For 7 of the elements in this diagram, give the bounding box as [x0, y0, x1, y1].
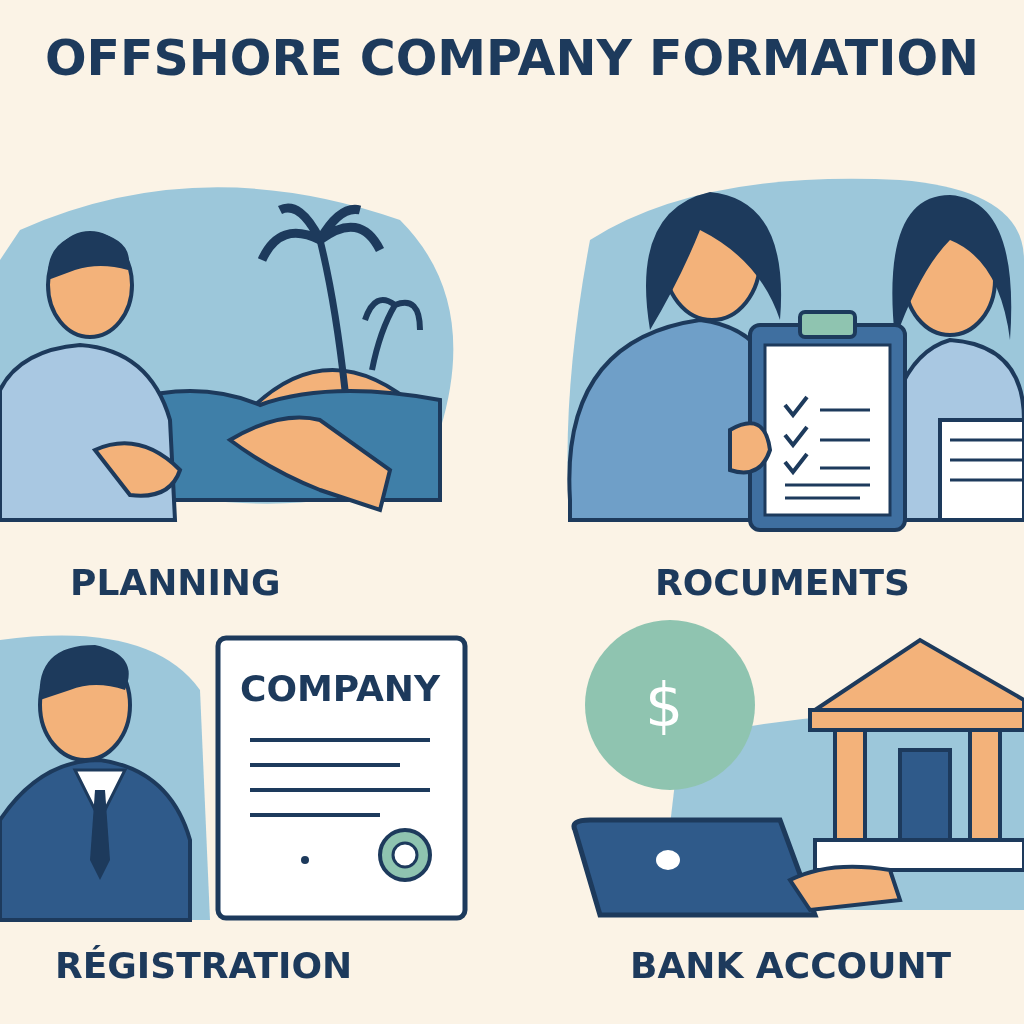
- step-label: BANK ACCOUNT: [630, 945, 952, 986]
- dollar-sign: $: [645, 670, 684, 740]
- document-heading: COMPANY: [240, 668, 440, 709]
- step-label: ROCUMENTS: [655, 562, 910, 603]
- step-label: RÉGISTRATION: [55, 945, 353, 986]
- step-label: PLANNING: [70, 562, 281, 603]
- title: OFFSHORE COMPANY FORMATION: [43, 30, 981, 87]
